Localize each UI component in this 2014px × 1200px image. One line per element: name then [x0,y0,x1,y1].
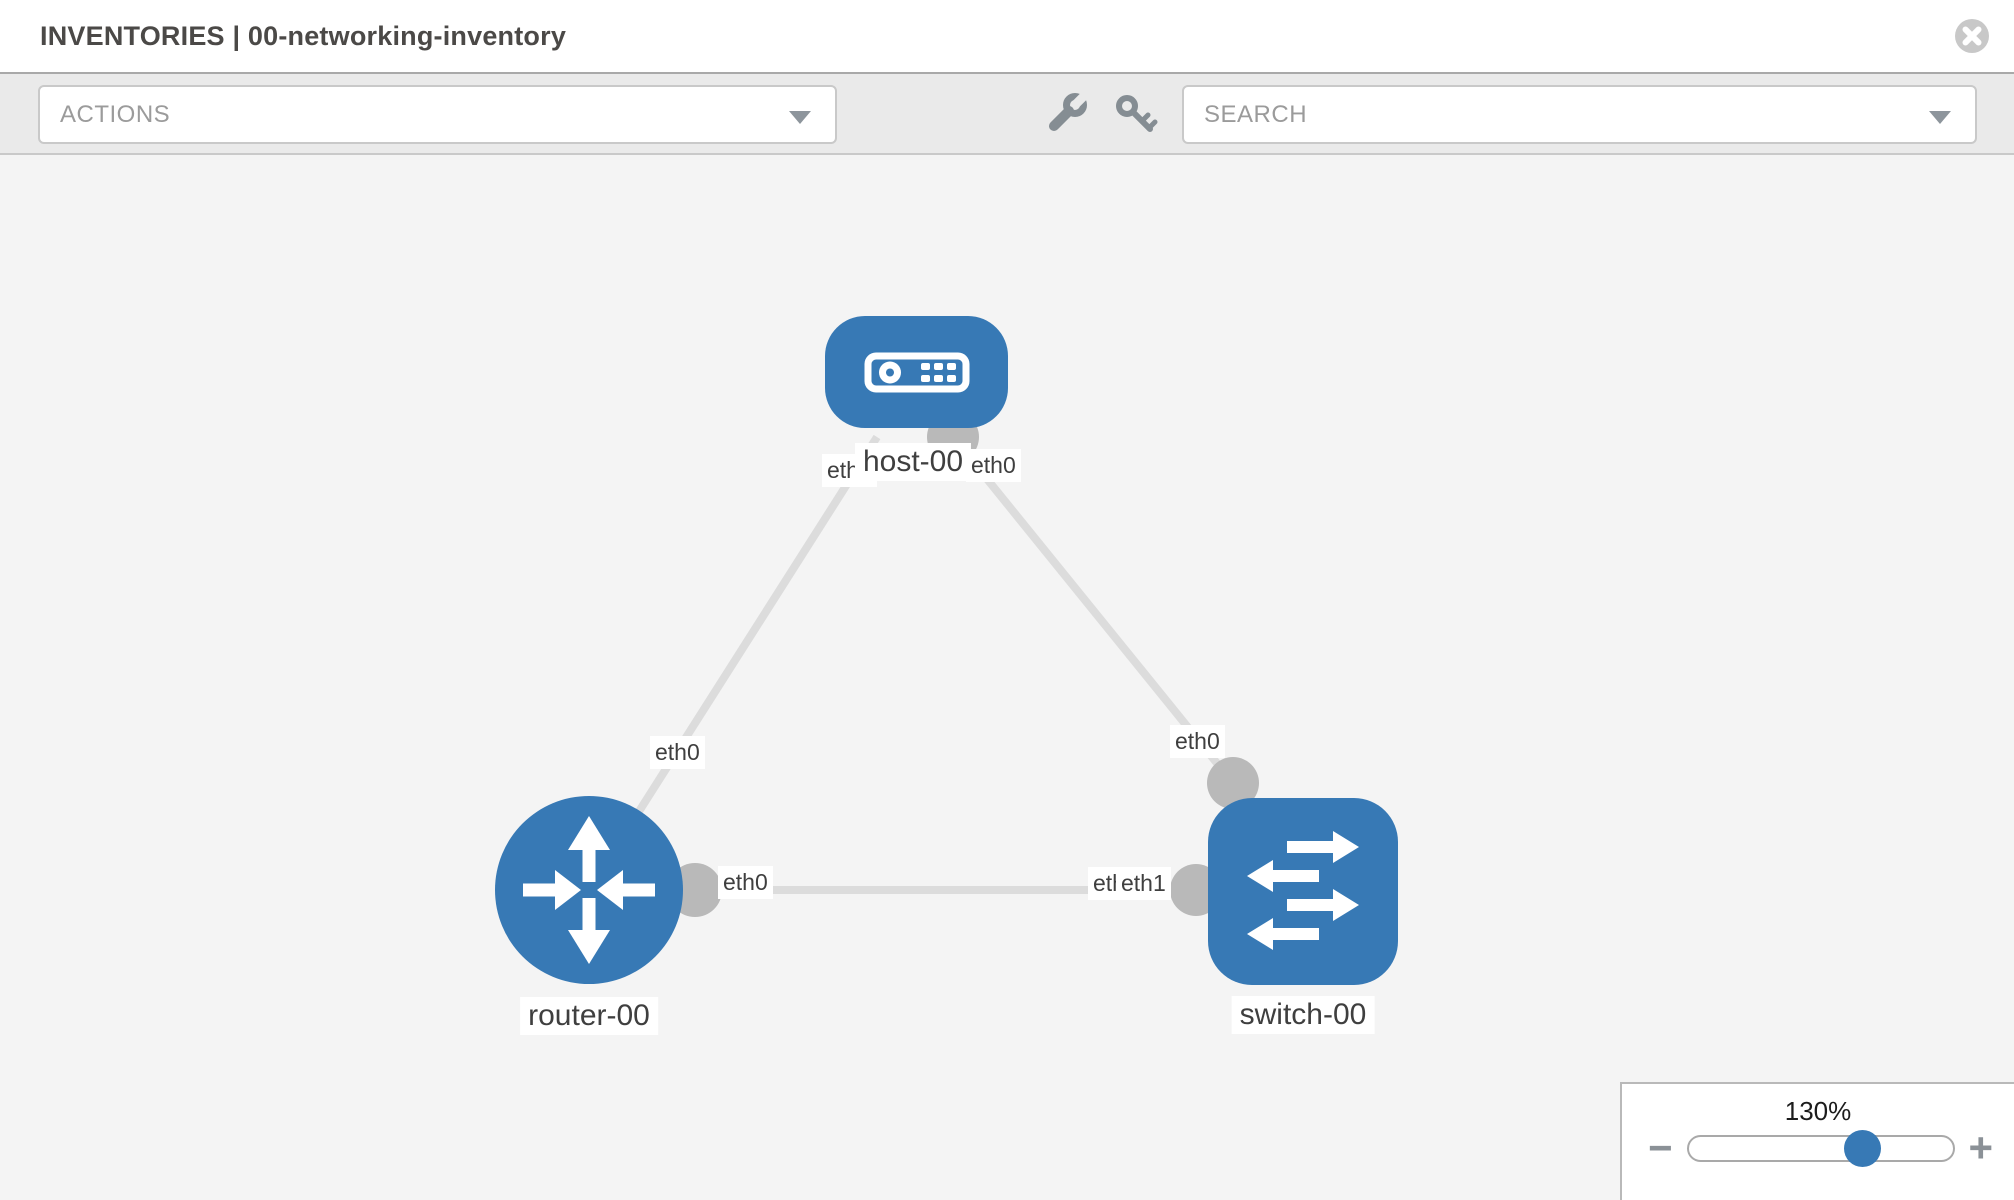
close-icon[interactable] [1954,18,1990,54]
zoom-slider-thumb[interactable] [1843,1129,1881,1167]
router-icon [523,816,655,964]
if-label-switch-link-host: eth0 [1170,725,1225,758]
node-label-router: router-00 [520,997,658,1035]
node-label-switch: switch-00 [1231,996,1375,1034]
switch-icon [1247,831,1359,950]
zoom-out-button[interactable]: − [1648,1124,1673,1171]
zoom-slider-row: − + [1622,1124,2014,1171]
header: INVENTORIES | 00-networking-inventory [0,0,2014,72]
zoom-slider[interactable] [1686,1129,1955,1167]
node-switch-00[interactable] [1208,798,1398,985]
actions-dropdown[interactable]: ACTIONS [38,85,837,144]
if-label-host-eth0-right: eth0 [966,449,1021,482]
node-host-00[interactable] [825,316,1008,428]
zoom-level: 130% [1784,1096,1852,1126]
node-label-host: host-00 [854,443,972,481]
zoom-in-button[interactable]: + [1968,1124,1994,1171]
if-label-router-link-host: eth0 [650,736,705,769]
topology-canvas[interactable]: eth0 host-00 eth0 eth0 eth0 eth0 eth0 et… [0,155,2014,1200]
search-placeholder: SEARCH [1204,100,1308,128]
zoom-panel: 130% − + [1620,1082,2014,1200]
search-dropdown[interactable]: SEARCH [1182,85,1977,144]
page-title: INVENTORIES | 00-networking-inventory [40,20,567,51]
node-router-00[interactable] [495,796,683,984]
key-icon[interactable] [1114,93,1158,137]
wrench-icon[interactable] [1046,93,1090,137]
topology-graph [495,316,1398,985]
connector-switch-eth0 [1207,757,1259,809]
chevron-down-icon [1929,111,1951,124]
if-label-switch-eth1: eth1 [1116,867,1171,900]
actions-dropdown-label: ACTIONS [60,100,171,128]
chevron-down-icon [789,111,811,124]
toolbar: ACTIONS SEARCH [0,72,2014,155]
server-icon [864,352,970,393]
if-label-router-eth0: eth0 [718,866,773,899]
